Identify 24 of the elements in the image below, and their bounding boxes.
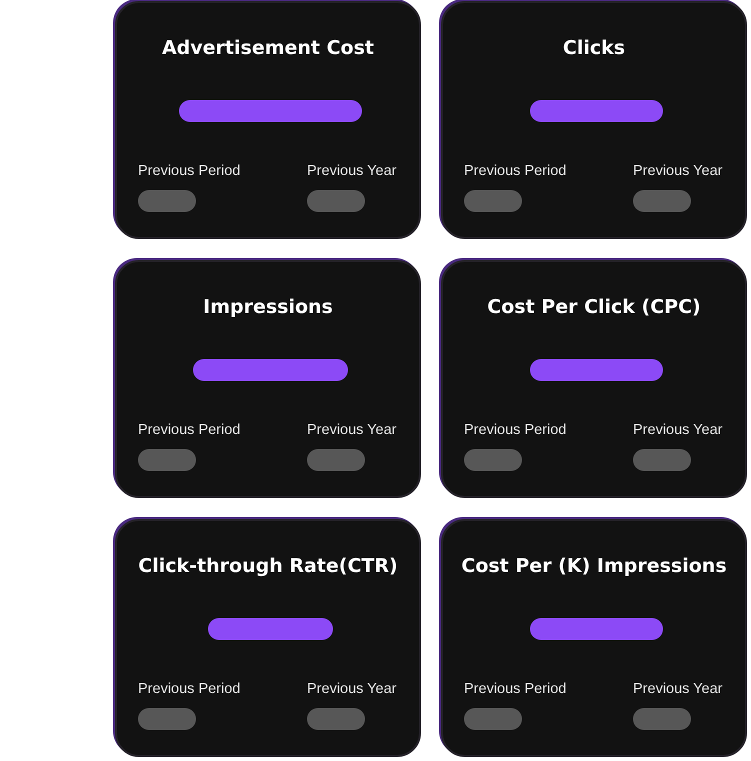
period-label: Previous Period: [464, 681, 566, 697]
metric-card: [441, 1, 747, 239]
metric-card: [441, 260, 747, 498]
card-title: Cost Per (K) Impressions: [460, 555, 728, 577]
card-title: Advertisement Cost: [160, 37, 376, 59]
metric-card: [115, 519, 421, 757]
period-label: Previous Period: [138, 681, 240, 697]
period-label: Previous Period: [138, 422, 240, 438]
card-title: Cost Per Click (CPC): [486, 296, 702, 318]
period-label: Previous Period: [464, 163, 566, 179]
metric-card: [115, 260, 421, 498]
period-label: Previous Year: [633, 422, 722, 438]
period-label: Previous Year: [307, 163, 396, 179]
period-label: Previous Year: [307, 422, 396, 438]
card-title: Click-through Rate(CTR): [137, 555, 399, 577]
metric-card: [115, 1, 421, 239]
metric-card: [441, 519, 747, 757]
period-label: Previous Period: [464, 422, 566, 438]
period-label: Previous Year: [633, 163, 722, 179]
period-label: Previous Period: [138, 163, 240, 179]
card-title: Impressions: [202, 296, 334, 318]
period-label: Previous Year: [633, 681, 722, 697]
period-label: Previous Year: [307, 681, 396, 697]
card-title: Clicks: [562, 37, 626, 59]
